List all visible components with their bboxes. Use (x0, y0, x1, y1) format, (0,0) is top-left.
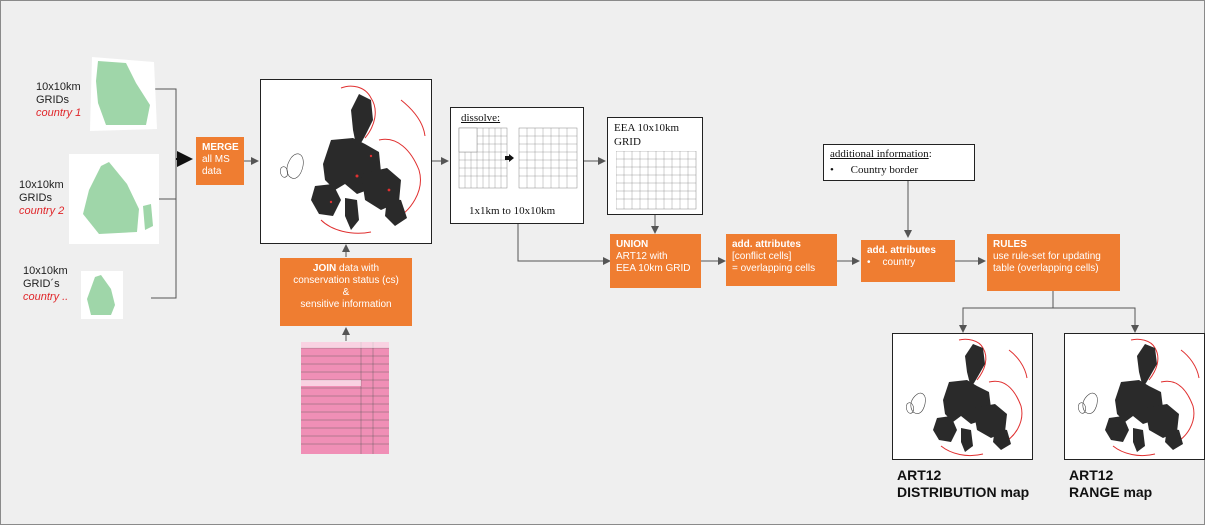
union-line1: ART12 with (616, 251, 668, 262)
distribution-label-line2: DISTRIBUTION map (897, 484, 1030, 500)
merge-line1: all MS (202, 154, 230, 165)
join-line3: & (342, 287, 350, 298)
eea-grid-line1: EEA 10x10km (614, 122, 680, 134)
additional-info-title: additional information (830, 148, 929, 160)
input-3-country: country .. (23, 291, 69, 303)
dissolve-title: dissolve: (461, 112, 501, 124)
distribution-map-drawing (906, 338, 1028, 457)
range-map-label: ART12 RANGE map (1069, 467, 1152, 501)
add-attributes-conflict-box: add. attributes [conflict cells] = overl… (726, 234, 837, 286)
merge-title: MERGE (202, 142, 239, 153)
rules-line1: use rule-set for updating (993, 251, 1101, 262)
join-line4: sensitive information (300, 299, 392, 310)
additional-information-box: additional information: • Country border (823, 144, 975, 181)
rules-line2: table (overlapping cells) (993, 263, 1099, 274)
additional-info-colon: : (928, 148, 932, 160)
conservation-status-table-thumbnail (301, 342, 389, 454)
merged-europe-map (260, 79, 432, 244)
input-1-line2: GRIDs (36, 94, 69, 106)
join-text1: data with (336, 263, 380, 274)
add-attributes-country-box: add. attributes • country (861, 240, 955, 282)
eea-grid-box: EEA 10x10km GRID (607, 117, 703, 215)
rules-box: RULES use rule-set for updating table (o… (987, 234, 1120, 291)
add-attributes-2-title: add. attributes (867, 245, 936, 256)
range-map-drawing (1078, 338, 1200, 457)
rules-title: RULES (993, 239, 1027, 250)
union-title: UNION (616, 239, 649, 250)
add-attributes-1-title: add. attributes (732, 239, 801, 250)
join-box: JOIN data with conservation status (cs) … (280, 258, 412, 326)
additional-info-item: • Country border (830, 164, 918, 176)
input-1-country: country 1 (36, 107, 82, 119)
dissolve-grids (458, 127, 578, 189)
merge-line2: data (202, 166, 222, 177)
merge-box: MERGE all MS data (196, 137, 244, 185)
input-3-line2: GRID´s (23, 278, 60, 290)
distribution-map-label: ART12 DISTRIBUTION map (897, 467, 1029, 501)
input-3-line1: 10x10km (23, 265, 68, 277)
input-label-3: 10x10km GRID´s country .. (23, 265, 68, 304)
additional-info-bullet: • (830, 164, 834, 176)
add-attributes-1-line2: = overlapping cells (732, 263, 816, 274)
add-attributes-2-item-text: country (882, 257, 916, 268)
additional-info-item-text: Country border (850, 164, 919, 176)
dissolve-caption: 1x1km to 10x10km (469, 205, 556, 217)
join-title: JOIN (312, 263, 337, 274)
input-2-line1: 10x10km (19, 179, 64, 191)
input-label-1: 10x10km GRIDs country 1 (36, 81, 81, 120)
range-label-line2: RANGE map (1069, 484, 1153, 500)
join-line2: conservation status (cs) (293, 275, 399, 286)
add-attributes-1-line1: [conflict cells] (732, 251, 792, 262)
country-grid-thumbnail-3 (81, 271, 123, 319)
europe-map-drawing (280, 85, 426, 234)
country-shape-2 (83, 162, 153, 234)
country-grid-thumbnail-1 (86, 53, 161, 133)
input-2-line2: GRIDs (19, 192, 52, 204)
eea-grid-line2: GRID (614, 136, 641, 148)
input-1-line1: 10x10km (36, 81, 81, 93)
union-line2: EEA 10km GRID (616, 263, 691, 274)
range-label-line1: ART12 (1069, 467, 1114, 483)
input-2-country: country 2 (19, 205, 65, 217)
country-shape-3 (87, 275, 115, 315)
additional-info-header: additional information: (830, 148, 932, 160)
dissolve-box: dissolve: 1x1km to 10x10km (450, 107, 584, 224)
range-map (1064, 333, 1205, 460)
table-thumbnail-grid (301, 342, 389, 454)
distribution-map (892, 333, 1033, 460)
eea-grid-drawing (616, 151, 697, 210)
add-attributes-2-item: • country (867, 257, 949, 269)
add-attributes-2-bullet: • (867, 257, 871, 268)
country-shape-1 (90, 57, 157, 131)
union-box: UNION ART12 with EEA 10km GRID (610, 234, 701, 288)
country-grid-thumbnail-2 (69, 154, 159, 244)
join-line1: JOIN data with (286, 263, 406, 275)
input-label-2: 10x10km GRIDs country 2 (19, 179, 64, 218)
distribution-label-line1: ART12 (897, 467, 942, 483)
